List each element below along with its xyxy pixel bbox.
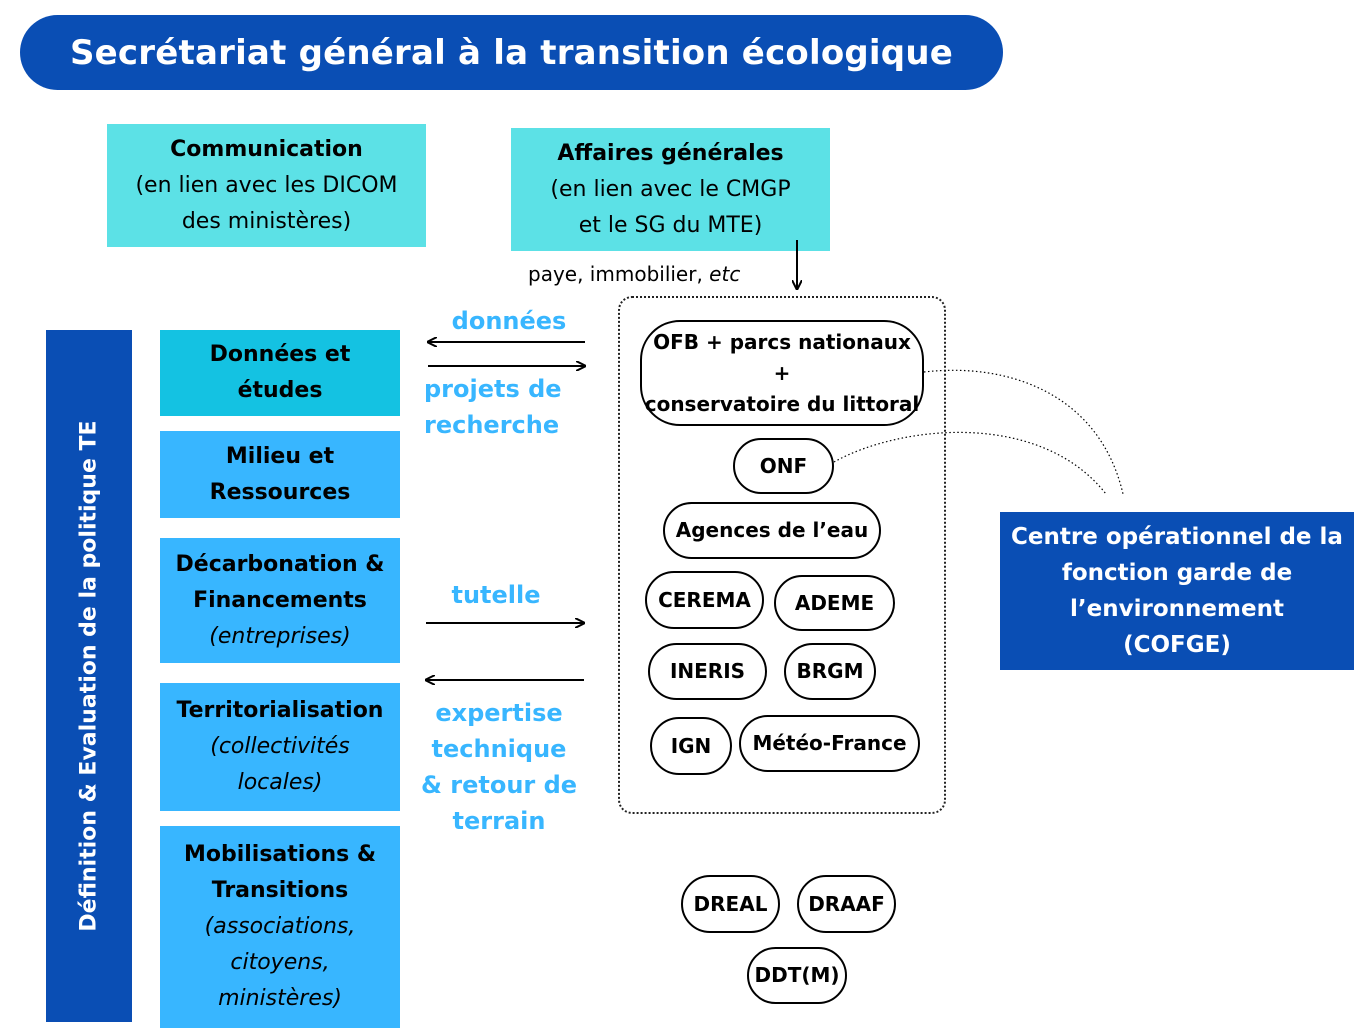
dept-territorialisation-line1: Territorialisation bbox=[176, 698, 384, 723]
pill-brgm: BRGM bbox=[784, 643, 876, 700]
flow-label-expertise-line4: terrain bbox=[452, 807, 546, 835]
paye-note: paye, immobilier, etc bbox=[528, 262, 740, 286]
flow-label-expertise-line2: technique bbox=[431, 735, 567, 763]
dept-decarbonation-line1: Décarbonation & bbox=[175, 551, 385, 577]
operators-frame bbox=[618, 296, 946, 814]
pill-ofb-line2: conservatoire du littoral bbox=[644, 391, 920, 416]
pill-ign: IGN bbox=[650, 717, 732, 775]
dept-territorialisation: Territorialisation (collectivités locale… bbox=[160, 683, 400, 811]
page-title: Secrétariat général à la transition écol… bbox=[20, 15, 1003, 90]
vertical-policy-bar: Définition & Evaluation de la politique … bbox=[46, 330, 132, 1022]
flow-label-donnees: données bbox=[451, 307, 567, 335]
communication-heading: Communication bbox=[170, 136, 363, 162]
cofge-line1: Centre opérationnel de la bbox=[1011, 524, 1343, 550]
dept-milieu-ressources: Milieu et Ressources bbox=[160, 431, 400, 518]
dept-decarbonation-line2: Financements bbox=[193, 587, 367, 613]
cofge-line2: fonction garde de bbox=[1061, 560, 1293, 586]
flow-label-expertise: expertise technique & retour de terrain bbox=[418, 695, 580, 839]
cofge-box: Centre opérationnel de la fonction garde… bbox=[1000, 512, 1354, 670]
dept-donnees-line2: études bbox=[237, 378, 323, 403]
flow-label-tutelle: tutelle bbox=[451, 581, 541, 609]
pill-meteo-france: Météo-France bbox=[739, 715, 920, 772]
pill-cerema: CEREMA bbox=[645, 571, 764, 629]
communication-line2: des ministères) bbox=[181, 208, 352, 234]
connector-onf-cofge bbox=[833, 431, 1107, 495]
dept-milieu-line2: Ressources bbox=[209, 479, 351, 505]
communication-box: Communication (en lien avec les DICOM de… bbox=[107, 124, 426, 247]
pill-dreal: DREAL bbox=[681, 875, 780, 933]
paye-note-etc: etc bbox=[709, 262, 741, 286]
dept-milieu-line1: Milieu et bbox=[225, 443, 335, 469]
dept-mobilisations: Mobilisations & Transitions (association… bbox=[160, 826, 400, 1028]
flow-label-expertise-line3: & retour de bbox=[420, 771, 578, 799]
pill-ademe: ADEME bbox=[774, 575, 895, 631]
affaires-generales-box: Affaires générales (en lien avec le CMGP… bbox=[511, 128, 830, 251]
dept-territorialisation-sub2: locales) bbox=[237, 770, 323, 795]
dept-donnees-line1: Données et bbox=[209, 342, 351, 367]
pill-ofb: OFB + parcs nationaux + conservatoire du… bbox=[640, 320, 924, 426]
affaires-line1: (en lien avec le CMGP bbox=[550, 176, 791, 202]
pill-agences-eau: Agences de l’eau bbox=[663, 502, 881, 559]
dept-donnees-etudes: Données et études bbox=[160, 330, 400, 416]
flow-label-projets: projets de recherche bbox=[424, 371, 564, 443]
dept-decarbonation-sub: (entreprises) bbox=[209, 623, 351, 649]
flow-label-expertise-line1: expertise bbox=[435, 699, 563, 727]
pill-draaf: DRAAF bbox=[797, 875, 896, 933]
paye-note-text: paye, immobilier, bbox=[528, 262, 710, 286]
pill-ddtm: DDT(M) bbox=[747, 947, 847, 1004]
pill-ofb-line1: OFB + parcs nationaux + bbox=[653, 329, 911, 385]
dept-mobilisations-sub2: citoyens, bbox=[230, 950, 330, 975]
dept-decarbonation: Décarbonation & Financements (entreprise… bbox=[160, 538, 400, 663]
pill-onf: ONF bbox=[733, 438, 834, 494]
dept-territorialisation-sub1: (collectivités bbox=[210, 734, 350, 759]
communication-line1: (en lien avec les DICOM bbox=[135, 172, 398, 198]
pill-ineris: INERIS bbox=[648, 643, 767, 700]
affaires-line2: et le SG du MTE) bbox=[578, 212, 763, 238]
flow-label-projets-line1: projets de bbox=[424, 375, 562, 403]
flow-label-projets-line2: recherche bbox=[424, 411, 560, 439]
dept-mobilisations-sub1: (associations, bbox=[204, 914, 356, 939]
cofge-line4: (COFGE) bbox=[1123, 632, 1231, 658]
dept-mobilisations-line2: Transitions bbox=[211, 878, 349, 903]
affaires-heading: Affaires générales bbox=[557, 140, 784, 166]
cofge-line3: l’environnement bbox=[1070, 596, 1284, 622]
dept-mobilisations-line1: Mobilisations & bbox=[183, 842, 377, 867]
connector-ofb-cofge bbox=[923, 369, 1124, 495]
dept-mobilisations-sub3: ministères) bbox=[218, 986, 342, 1011]
